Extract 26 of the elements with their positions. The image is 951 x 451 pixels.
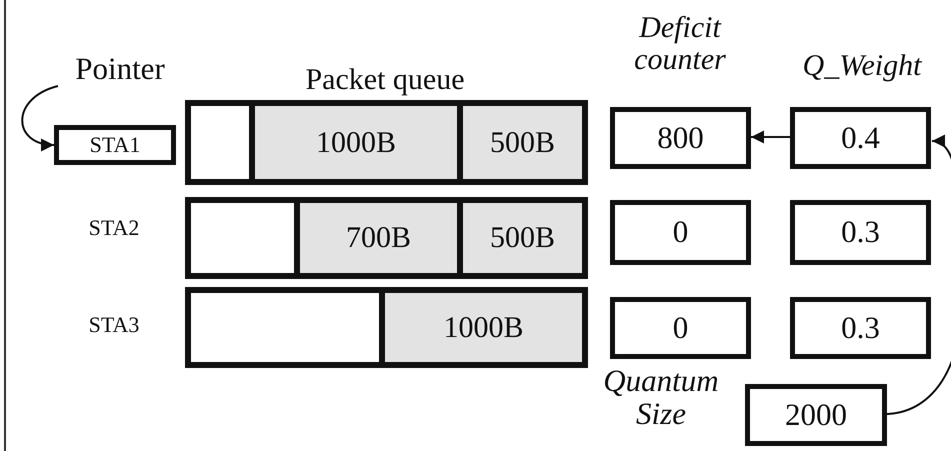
value-box: 0.3 [790,297,931,359]
station-box: STA1 [54,125,176,165]
value-box: 0 [610,297,751,359]
packet-segment: 500B [457,106,582,179]
value-box: 0.3 [790,200,931,265]
value-box: 0 [610,200,751,265]
packet-segment: 700B [294,203,457,273]
column-heading: Deficit counter [633,12,727,77]
pointer-label: Pointer [56,50,184,88]
station-label: STA3 [88,313,140,337]
arrow [751,130,790,144]
packet-segment: 500B [457,203,582,273]
packet-segment: 1000B [249,106,457,179]
station-label: STA2 [88,216,140,240]
packet-queue [185,287,588,368]
packet-queue [185,100,588,185]
column-heading: Packet queue [304,64,466,96]
value-box: 0.4 [790,107,931,169]
packet-segment: 1000B [379,293,582,362]
column-heading: Q_Weight [802,50,923,82]
value-box: 800 [610,107,751,169]
packet-queue [185,197,588,279]
node-caption: Quantum Size [602,364,720,431]
arrow [21,85,58,150]
value-box: 2000 [745,384,887,446]
arrow [886,137,951,415]
